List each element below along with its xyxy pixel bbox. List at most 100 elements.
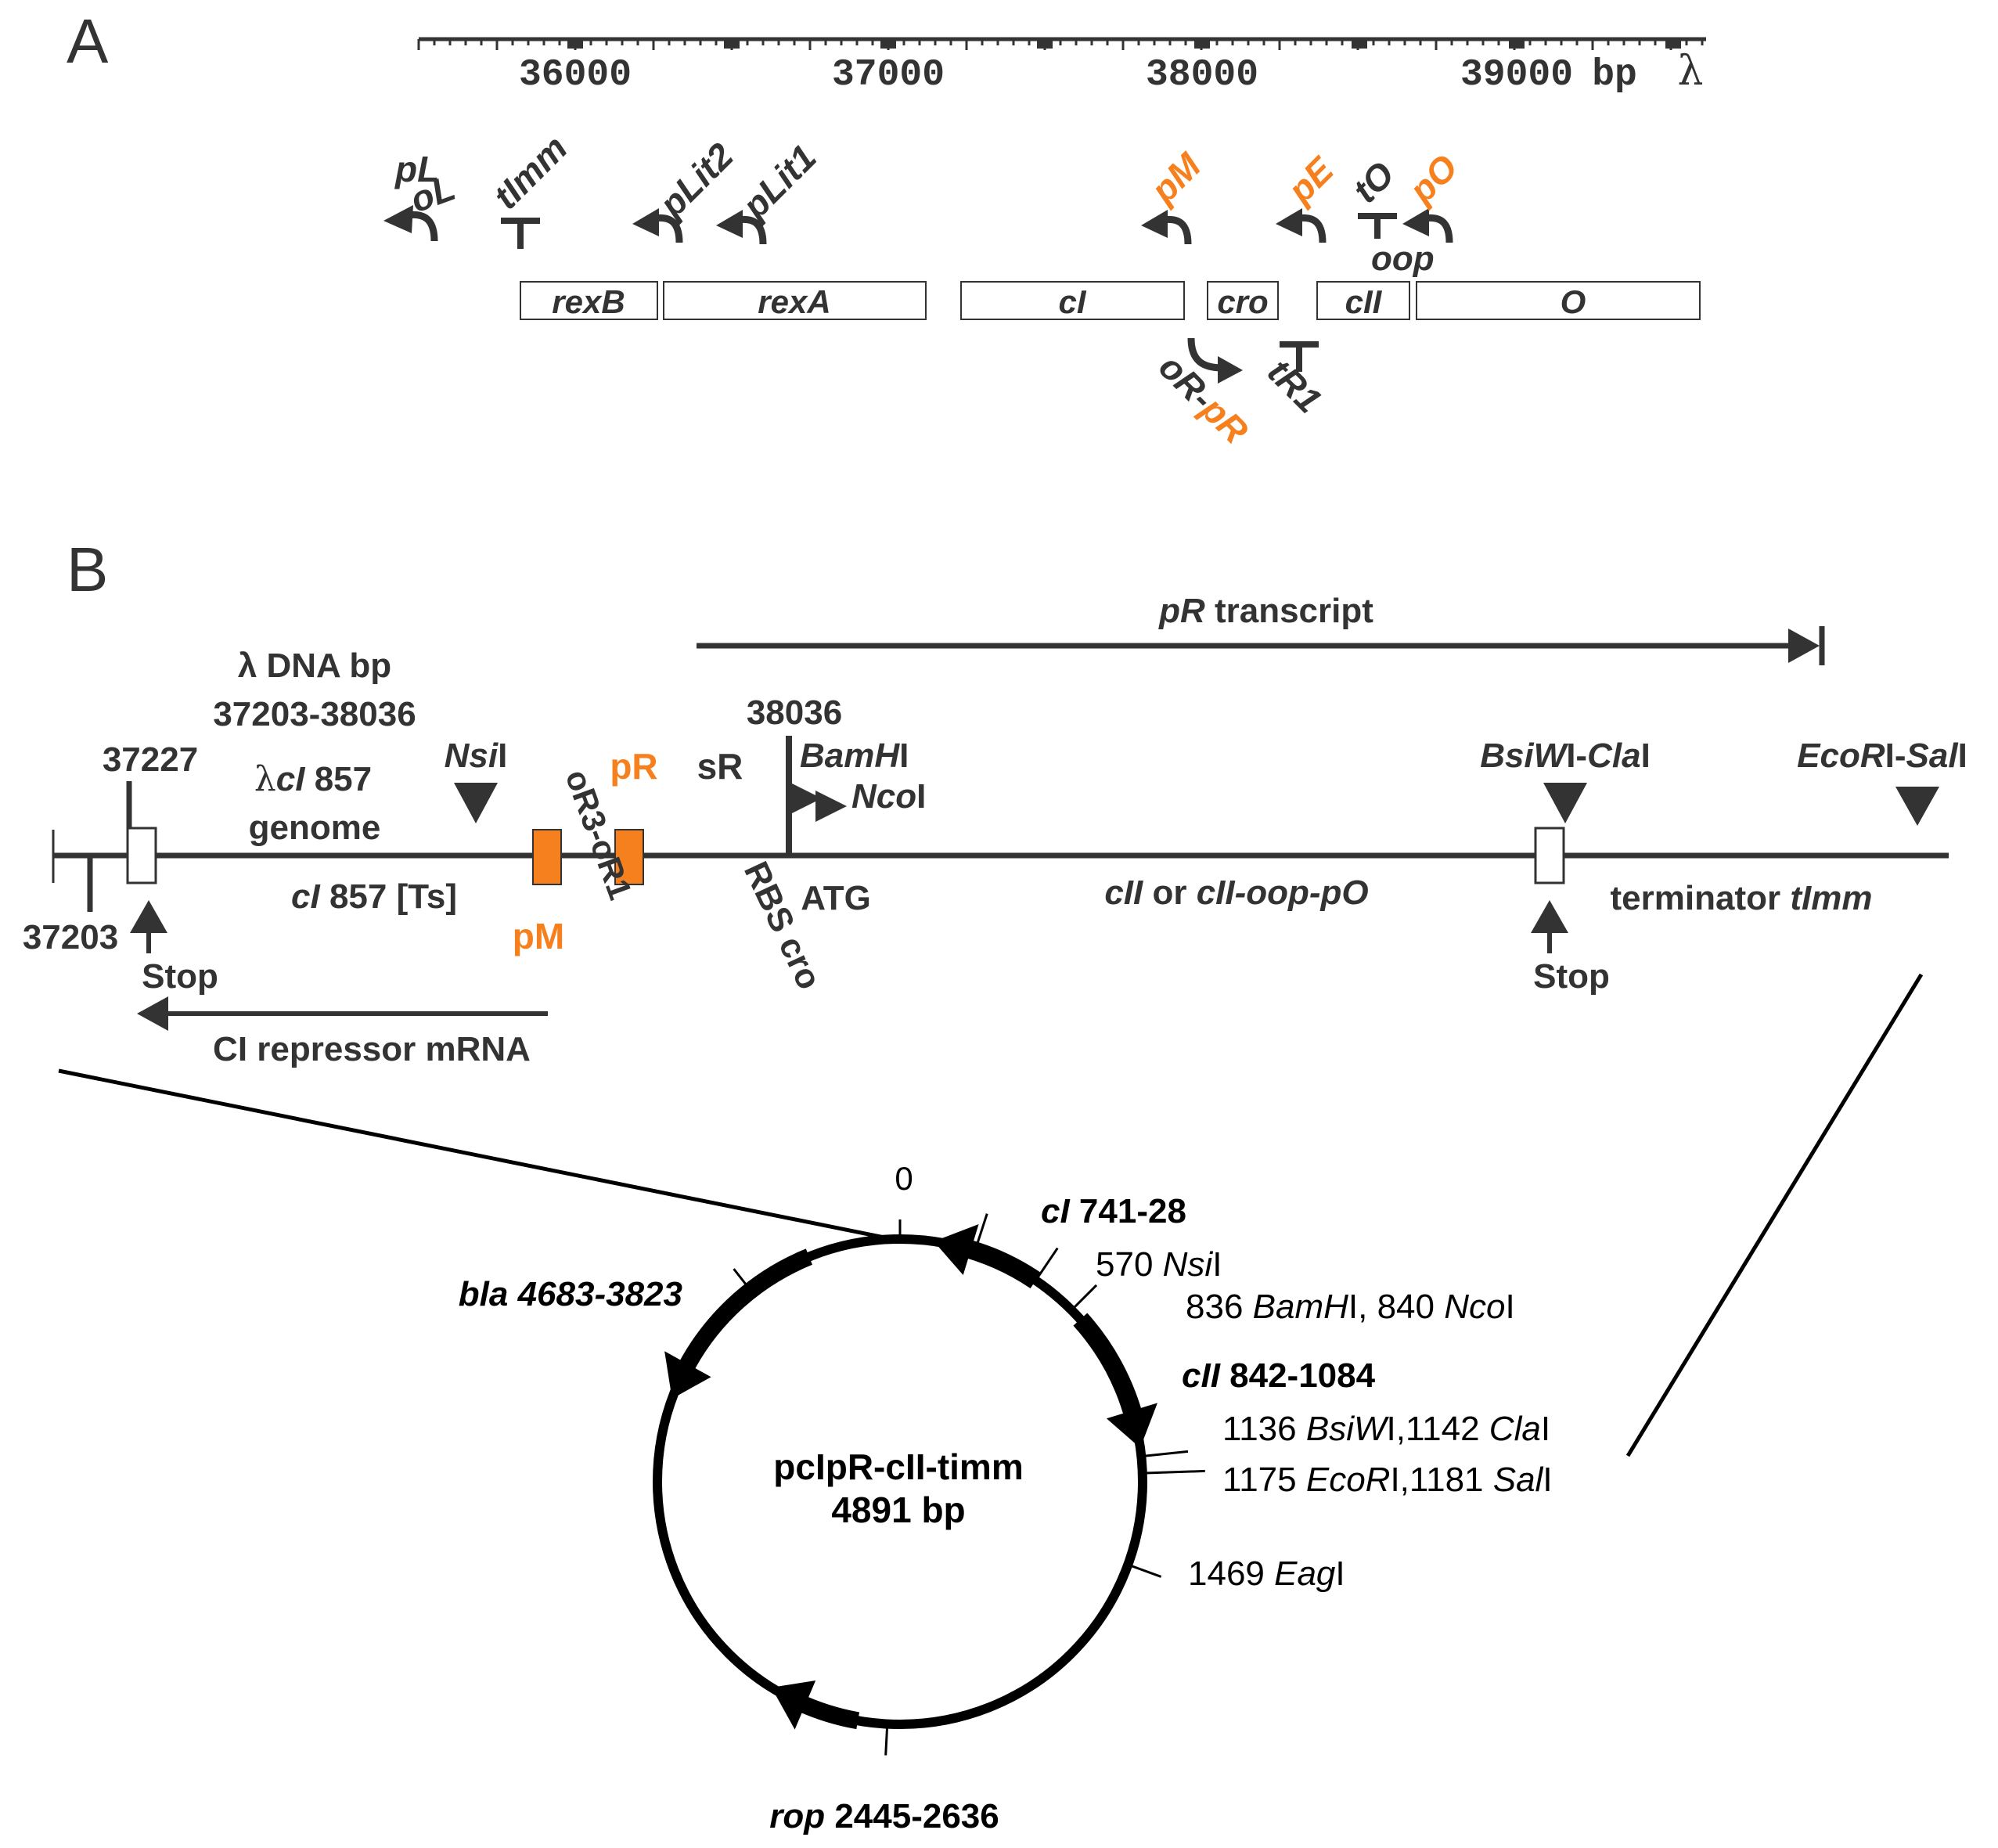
plasmid-features xyxy=(664,1213,1205,1756)
ci-mrna-arrowhead xyxy=(137,996,168,1031)
origin-label: 0 xyxy=(895,1160,913,1197)
ecoRI-tick xyxy=(1142,1469,1205,1475)
stop-box-left xyxy=(126,827,157,884)
tO-terminator xyxy=(1358,213,1397,239)
gene-rexB: rexB xyxy=(552,283,625,320)
nsiI-tick xyxy=(1035,1247,1059,1281)
gene-box-rexB xyxy=(520,281,658,320)
gene-cro: cro xyxy=(1217,283,1268,320)
gene-box-cI xyxy=(960,281,1185,320)
ci857-ts: cI 857 [Ts] xyxy=(291,877,457,916)
coord-38036: 38036 xyxy=(747,693,842,732)
ecoRI-marker xyxy=(1895,787,1939,826)
plasmid-size: 4891 bp xyxy=(831,1490,965,1530)
panel-a-genes: rexB rexA cI cro cII O xyxy=(520,281,1701,320)
ci-feature-label: cI 741-28 xyxy=(1041,1192,1186,1230)
bla-feature-label: bla 4683-3823 xyxy=(459,1275,682,1313)
ncoI-flag xyxy=(815,791,847,822)
gene-rexA: rexA xyxy=(758,283,830,320)
stop-arrow-right-head xyxy=(1531,900,1568,933)
cii-feature-arc xyxy=(1073,1313,1144,1422)
ruler-major-tick xyxy=(1665,39,1681,49)
pR-arrowhead xyxy=(1218,356,1243,384)
bamHI-flag xyxy=(790,783,822,814)
gene-box-cro xyxy=(1207,281,1279,320)
bamHI-ncoI-site: 836 BamHI, 840 NcoI xyxy=(1186,1288,1515,1326)
nsiI-marker xyxy=(454,783,498,823)
bsiWI-tick xyxy=(1141,1450,1189,1458)
pM-arrowhead xyxy=(1141,210,1168,238)
bla-tick xyxy=(733,1268,752,1291)
gene-box-rexA xyxy=(663,281,927,320)
lambda-range: 37203-38036 xyxy=(213,695,416,733)
lambda-dna-bp: λ DNA bp xyxy=(238,647,391,685)
genome-label: genome xyxy=(249,809,381,847)
ci-feature-arrowhead xyxy=(934,1224,979,1276)
ecoRI-salI-label: EcoRI-SalI xyxy=(1797,737,1967,775)
panel-a-label: A xyxy=(67,6,109,76)
pR-transcript: pR transcript xyxy=(697,592,1825,665)
rop-feature-arrowhead xyxy=(771,1680,816,1730)
ruler-major-tick xyxy=(1037,39,1053,49)
bla-feature-arrowhead xyxy=(664,1351,711,1399)
ecoRI-salI-site: 1175 EcoRI,1181 SalI xyxy=(1222,1461,1553,1499)
gene-cII: cII xyxy=(1345,283,1383,320)
panel-a-rightward: oR-pR tR1 xyxy=(1151,337,1330,452)
plasmid-name: pcIpR-cII-timm xyxy=(773,1446,1023,1487)
pR-operator-box xyxy=(614,829,644,885)
rop-feature-arc xyxy=(794,1693,860,1730)
panel-b-label: B xyxy=(67,535,108,604)
rop-feature-label: rop 2445-2636 xyxy=(769,1797,999,1835)
lambda-ci857: λcI 857 xyxy=(254,759,372,799)
eagI-site: 1469 EagI xyxy=(1188,1554,1345,1593)
ci-mrna-label: CI repressor mRNA xyxy=(213,1030,531,1068)
ruler-ticks xyxy=(417,39,1704,50)
pM-operator-box xyxy=(532,829,562,885)
label-pL: pL xyxy=(394,149,439,189)
bamHI-label: BamHI xyxy=(800,737,909,775)
stop-box-right xyxy=(1534,827,1565,884)
ci-tick xyxy=(974,1213,988,1252)
label-tImm: tImm xyxy=(485,128,574,217)
stop-arrow-left-head xyxy=(130,900,167,933)
pR-transcript-label: pR transcript xyxy=(1158,592,1373,630)
bsiWI-marker xyxy=(1543,783,1587,823)
dna-map-line xyxy=(52,781,1949,912)
gene-O: O xyxy=(1561,283,1586,320)
pLit1-arrowhead xyxy=(716,210,743,238)
label-oop: oop xyxy=(1371,240,1435,278)
coord-37227: 37227 xyxy=(103,740,198,779)
ruler-label-38000: 38000 xyxy=(1146,54,1258,96)
ruler-major-tick xyxy=(880,39,896,49)
ruler-label-36000: 36000 xyxy=(519,54,632,96)
pR-arrow xyxy=(1187,337,1223,372)
ruler-major-tick xyxy=(567,39,583,49)
ruler-label-37000: 37000 xyxy=(832,54,945,96)
label-tO: tO xyxy=(1345,153,1402,211)
bsiWI-claI-label: BsiWI-ClaI xyxy=(1480,737,1651,775)
label-pLit2: pLit2 xyxy=(650,135,741,225)
stop-left: Stop xyxy=(142,957,218,996)
bp-ruler: 36000 37000 38000 39000 bp λ xyxy=(417,37,1706,96)
sR-label: sR xyxy=(697,746,743,787)
pR-transcript-arrowhead xyxy=(1788,629,1820,663)
pO-arrowhead xyxy=(1402,208,1429,236)
ruler-label-39000: 39000 xyxy=(1460,54,1573,96)
stop-right: Stop xyxy=(1533,957,1610,996)
label-pE: pE xyxy=(1279,149,1342,212)
ruler-major-tick xyxy=(1194,39,1210,49)
bsiWI-claI-site: 1136 BsiWI,1142 ClaI xyxy=(1222,1410,1550,1448)
ruler-unit: bp xyxy=(1592,54,1637,96)
plasmid-map: pcIpR-cII-timm 4891 bp 0 cI 741-28 570 N… xyxy=(459,1160,1553,1835)
label-pO: pO xyxy=(1400,146,1466,212)
ruler-major-tick xyxy=(1352,39,1367,49)
rbs-cro-label: RBS cro xyxy=(736,856,829,996)
label-tR1: tR1 xyxy=(1260,351,1330,420)
label-pM: pM xyxy=(1142,144,1209,211)
panel-a-regulatory: pL oL tImm pLit2 pLit1 pM pE tO pO oop xyxy=(383,128,1465,278)
ruler-major-tick xyxy=(1509,39,1525,49)
cii-feature-label: cII 842-1084 xyxy=(1182,1356,1376,1395)
connector-right xyxy=(1625,973,1924,1457)
pR-label: pR xyxy=(610,746,657,787)
ncoI-label: NcoI xyxy=(851,777,926,816)
